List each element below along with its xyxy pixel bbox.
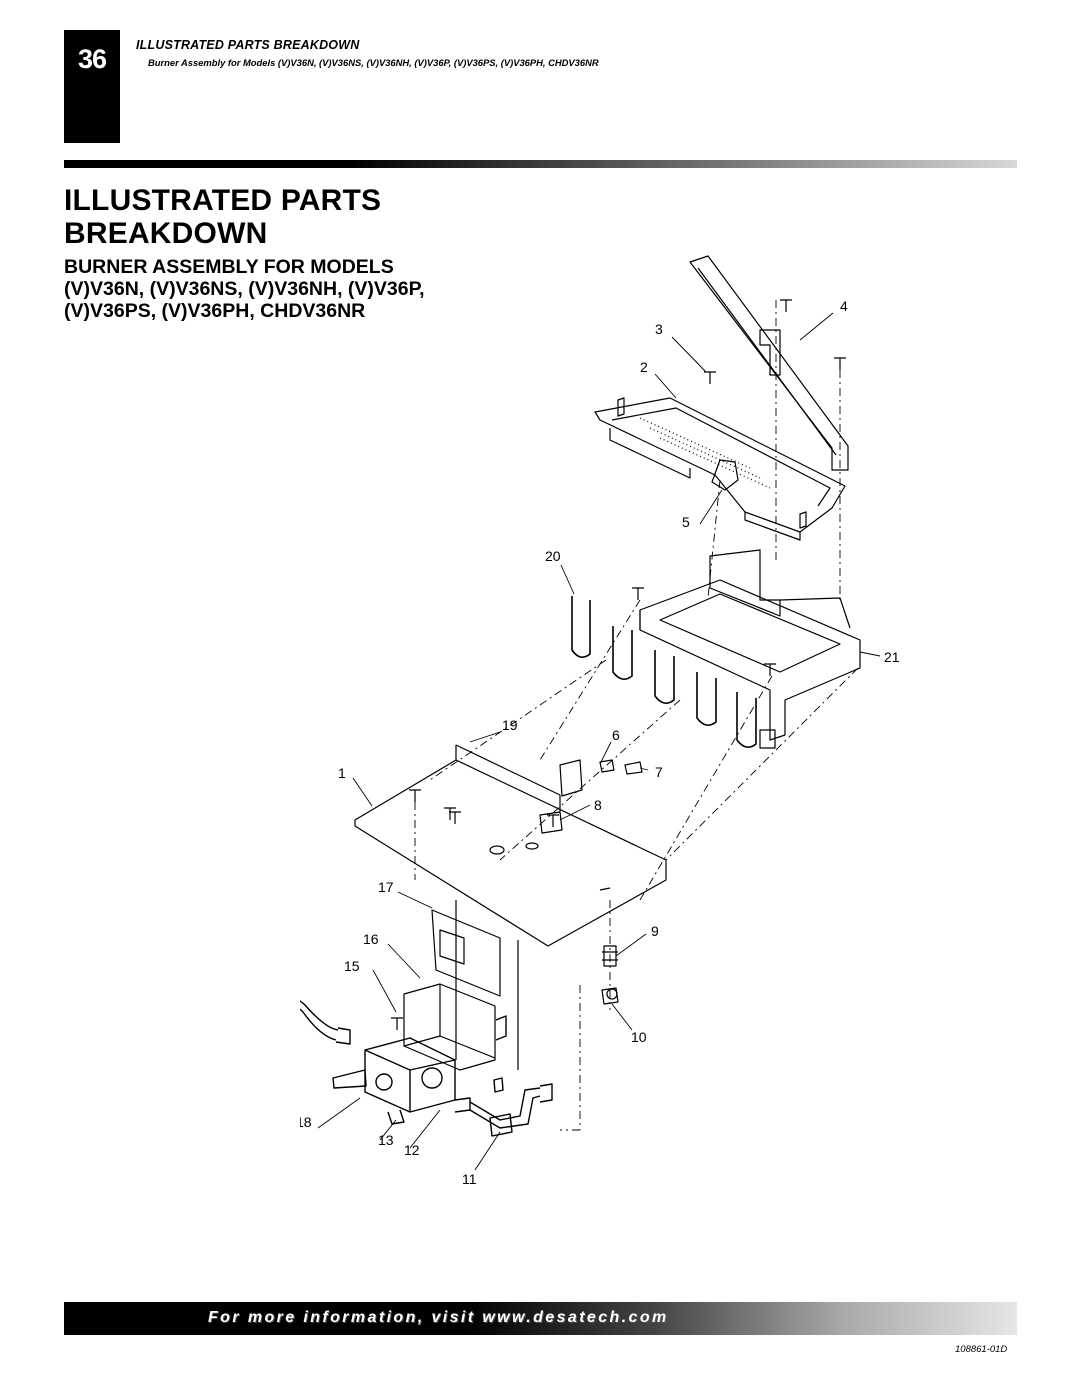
callout-12: 12 — [404, 1142, 420, 1158]
callout-2: 2 — [640, 359, 648, 375]
callout-4: 4 — [840, 298, 848, 314]
document-code: 108861-01D — [955, 1344, 1008, 1355]
footer-banner: For more information, visit www.desatech… — [64, 1302, 1017, 1335]
callout-10: 10 — [631, 1029, 647, 1045]
part-10-elbow — [601, 987, 619, 1005]
part-9-fitting — [602, 945, 618, 967]
screws — [391, 299, 846, 1030]
part-14-flex-connector — [300, 1000, 351, 1045]
page-number-tab: 36 — [64, 30, 120, 143]
page-title: ILLUSTRATED PARTS BREAKDOWN — [64, 184, 464, 250]
part-17-valve-bracket — [431, 900, 519, 1070]
part-21-burner-box — [639, 549, 861, 749]
running-header-subtitle: Burner Assembly for Models (V)V36N, (V)V… — [148, 57, 599, 68]
running-header-title: ILLUSTRATED PARTS BREAKDOWN — [136, 38, 360, 52]
callout-11: 11 — [462, 1171, 477, 1187]
part-2-burner-tray — [594, 397, 846, 541]
section-heading-line-2: (V)V36N, (V)V36NS, (V)V36NH, (V)V36P, — [64, 278, 425, 300]
section-heading-line-1: BURNER ASSEMBLY FOR MODELS — [64, 256, 394, 278]
page-number: 36 — [77, 44, 107, 74]
header-rule — [64, 160, 1017, 168]
callout-5: 5 — [682, 514, 690, 530]
callout-7: 7 — [655, 764, 663, 780]
part-1-base-plate — [354, 744, 667, 947]
page-title-line-1: ILLUSTRATED PARTS — [64, 184, 382, 217]
part-6-pilot-assembly — [539, 759, 643, 834]
callout-1: 1 — [338, 765, 346, 781]
part-11-gas-tube — [454, 1015, 553, 1137]
part-15-valve-cover — [403, 983, 496, 1071]
callout-19: 19 — [502, 717, 518, 733]
section-heading-line-3: (V)V36PS, (V)V36PH, CHDV36NR — [64, 300, 366, 322]
leader-lines — [317, 312, 881, 1171]
callout-13: 13 — [378, 1132, 394, 1148]
footer-website-text[interactable]: For more information, visit www.desatech… — [208, 1309, 669, 1326]
section-heading: BURNER ASSEMBLY FOR MODELS (V)V36N, (V)V… — [64, 256, 484, 322]
callout-16: 16 — [363, 931, 379, 947]
callout-numbers: 4 3 2 5 20 21 19 6 7 1 8 17 16 9 15 10 1… — [300, 298, 900, 1187]
callout-8: 8 — [594, 797, 602, 813]
page-title-line-2: BREAKDOWN — [64, 217, 268, 250]
part-20-burner-tubes — [571, 596, 757, 748]
callout-21: 21 — [884, 649, 900, 665]
callout-18: 18 — [300, 1114, 312, 1130]
callout-15: 15 — [344, 958, 360, 974]
callout-9: 9 — [651, 923, 659, 939]
assembly-guide-lines — [414, 300, 859, 1131]
callout-20: 20 — [545, 548, 561, 564]
part-18-gas-valve — [332, 1037, 456, 1125]
burner-assembly-diagram: 4 3 2 5 20 21 19 6 7 1 8 17 16 9 15 10 1… — [300, 255, 900, 1187]
callout-6: 6 — [612, 727, 620, 743]
part-4-bracket — [689, 255, 849, 471]
callout-3: 3 — [655, 321, 663, 337]
callout-17: 17 — [378, 879, 394, 895]
